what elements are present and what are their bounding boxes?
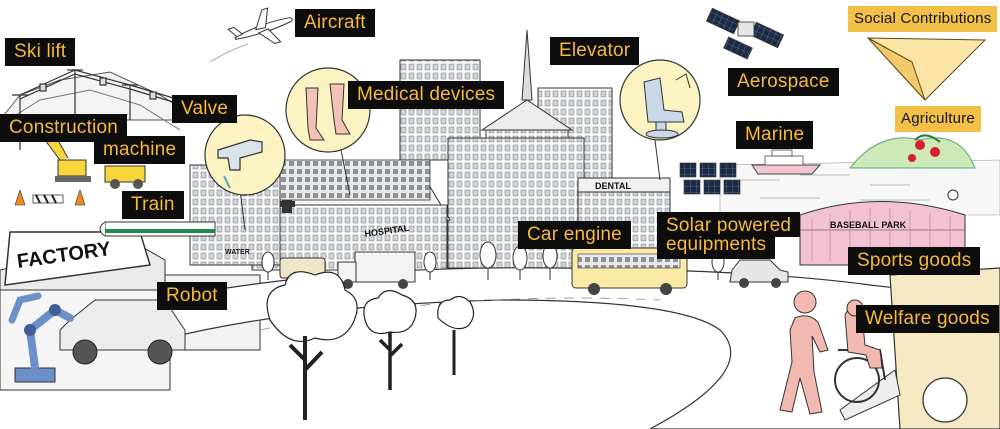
- dental-chair-icon: [643, 73, 691, 139]
- airplane-icon: [227, 7, 293, 45]
- island-hill: [848, 137, 976, 169]
- label-robot: Robot: [157, 282, 227, 310]
- dump-truck-icon: [104, 165, 146, 189]
- label-train: Train: [122, 191, 184, 219]
- ski-slope: [0, 89, 181, 131]
- truck-icon: [337, 251, 416, 289]
- paper-plane-icon: [866, 37, 987, 101]
- dental-bubble: [619, 59, 701, 181]
- excavator-icon: [44, 134, 91, 182]
- prosthetic-leg-icon: [305, 83, 351, 141]
- label-aircraft: Aircraft: [295, 9, 375, 37]
- ski-lift-icon: [12, 69, 181, 150]
- label-ski-lift: Ski lift: [5, 38, 76, 66]
- label-marine: Marine: [736, 121, 814, 149]
- label-car-engine: Car engine: [518, 221, 631, 249]
- label-construction-machine-1: Construction: [0, 114, 128, 142]
- faucet-bubble: [204, 114, 286, 231]
- label-medical-devices: Medical devices: [348, 81, 505, 109]
- tomato-plant-icon: [908, 134, 941, 162]
- label-solar-powered-2: equipments: [657, 234, 776, 259]
- label-solar-powered-1: Solar powered: [657, 212, 801, 237]
- label-construction-machine-2: machine: [94, 136, 186, 164]
- label-welfare-goods: Welfare goods: [856, 305, 999, 333]
- baseball-park-sign: BASEBALL PARK: [830, 220, 907, 230]
- dental-sign: DENTAL: [595, 181, 631, 191]
- water-sign: WATER: [225, 249, 250, 256]
- satellite-icon: [705, 7, 785, 60]
- ship-icon: [751, 149, 822, 175]
- label-aerospace: Aerospace: [728, 68, 839, 96]
- car-assembly-icon: [59, 299, 186, 365]
- traffic-cone-icon: [14, 189, 86, 206]
- faucet-icon: [217, 139, 263, 189]
- label-agriculture: Agriculture: [895, 106, 981, 132]
- caregiver-icon: [779, 290, 829, 415]
- label-elevator: Elevator: [550, 37, 640, 65]
- solar-panel-icon: [679, 162, 741, 195]
- train-icon: [99, 221, 216, 237]
- big-tree-icon: [266, 271, 475, 420]
- label-valve: Valve: [172, 95, 238, 123]
- car-icon: [729, 259, 789, 288]
- label-social-contributions: Social Contributions: [848, 6, 998, 32]
- wheelchair-icon: [834, 299, 886, 403]
- label-sports-goods: Sports goods: [848, 247, 981, 275]
- tree-icon: [261, 241, 725, 280]
- robot-arm-icon: [8, 292, 74, 383]
- barrier-icon: [32, 194, 64, 204]
